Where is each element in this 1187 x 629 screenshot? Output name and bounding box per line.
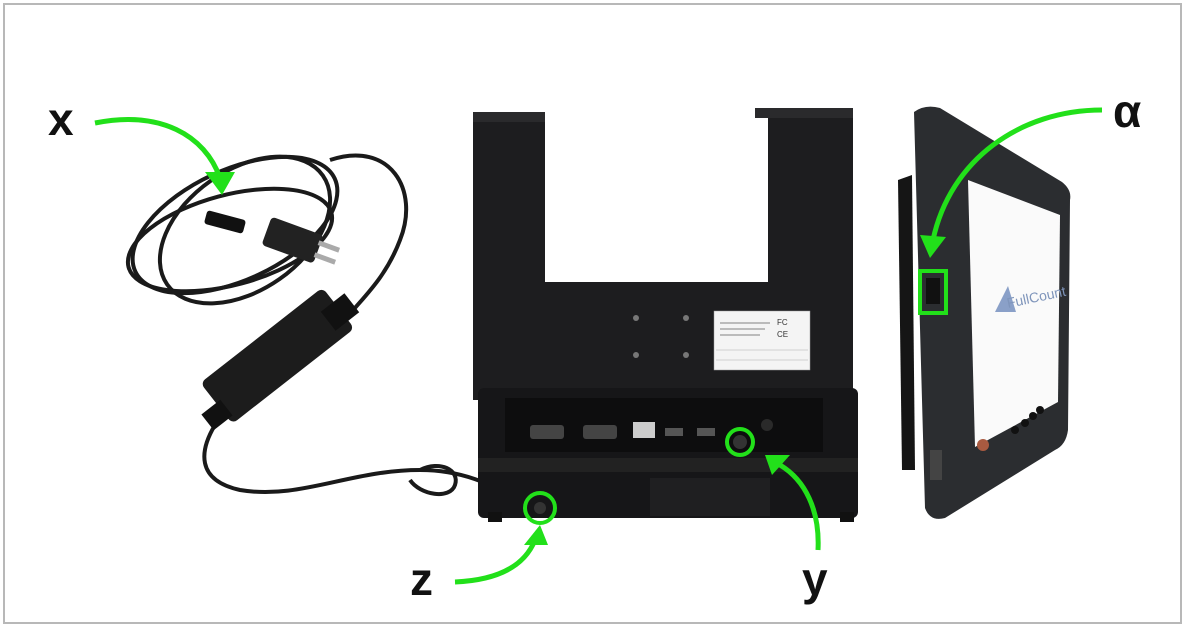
- power-button: [761, 419, 773, 431]
- hand-strap: [898, 175, 915, 470]
- fullcount-logo-icon: [995, 286, 1016, 312]
- highlight-dock-power-jack: [523, 491, 557, 525]
- tablet-screen: [968, 180, 1060, 447]
- docking-station: FC CE: [473, 108, 858, 522]
- compliance-label: FC CE: [713, 310, 811, 371]
- label-alpha: α: [1113, 85, 1142, 137]
- ethernet-port: [633, 422, 655, 438]
- highlight-tablet-power-port: [918, 269, 948, 315]
- usb-port-1: [665, 428, 683, 436]
- dc-in-port: [733, 435, 747, 449]
- highlight-dc-in-port: [725, 427, 755, 457]
- arrow-alpha: [930, 107, 1103, 241]
- label-z: z: [410, 553, 433, 605]
- power-plug: [204, 210, 341, 265]
- label-x: x: [48, 93, 74, 145]
- power-adapter: [201, 289, 360, 431]
- serial-port-1: [530, 425, 564, 439]
- serial-port-2: [583, 425, 617, 439]
- annotations: [94, 107, 1103, 585]
- arrow-z: [454, 539, 538, 585]
- dock-power-jack: [534, 502, 546, 514]
- fcc-mark: FC: [777, 318, 788, 327]
- image-frame: [3, 3, 1182, 624]
- arrow-y: [778, 462, 821, 551]
- tablet: FullCount: [898, 106, 1071, 519]
- label-y: y: [802, 553, 828, 605]
- ce-mark: CE: [777, 330, 788, 339]
- usb-port-2: [697, 428, 715, 436]
- arrow-x: [94, 117, 223, 179]
